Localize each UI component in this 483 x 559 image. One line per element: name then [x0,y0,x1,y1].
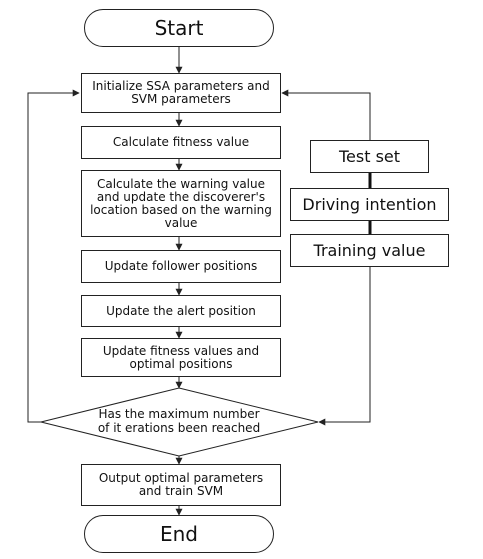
end-label: End [159,521,198,546]
driving-intention-label: Driving intention [302,195,437,214]
test-set-label: Test set [338,147,401,166]
arrow-testset-to-init [281,89,371,140]
start-terminal: Start [84,9,274,47]
alert-label: Update the alert position [106,303,256,318]
follower-box: Update follower positions [81,250,281,283]
test-set-box: Test set [310,140,429,173]
output-label: Output optimal parameters and train SVM [98,471,264,498]
arrow-loop-back [27,89,80,423]
end-terminal: End [84,515,274,553]
update-fitness-label: Update fitness values and optimal positi… [102,343,260,371]
init-label: Initialize SSA parameters and SVM parame… [92,79,270,106]
warning-box: Calculate the warning value and update t… [81,170,281,237]
fitness-box: Calculate fitness value [81,126,281,159]
fitness-label: Calculate fitness value [112,135,250,149]
update-fitness-box: Update fitness values and optimal positi… [81,338,281,377]
arrow-training-to-decision [318,267,371,426]
training-value-label: Training value [313,241,426,260]
start-label: Start [154,15,204,40]
output-box: Output optimal parameters and train SVM [81,464,281,506]
driving-intention-box: Driving intention [290,188,449,221]
warning-label: Calculate the warning value and update t… [90,176,272,230]
decision-diamond [40,387,319,457]
follower-label: Update follower positions [104,259,258,273]
init-box: Initialize SSA parameters and SVM parame… [81,73,281,113]
alert-box: Update the alert position [81,295,281,327]
training-value-box: Training value [290,234,449,267]
decision-label: Has the maximum number of it erations be… [97,407,261,435]
